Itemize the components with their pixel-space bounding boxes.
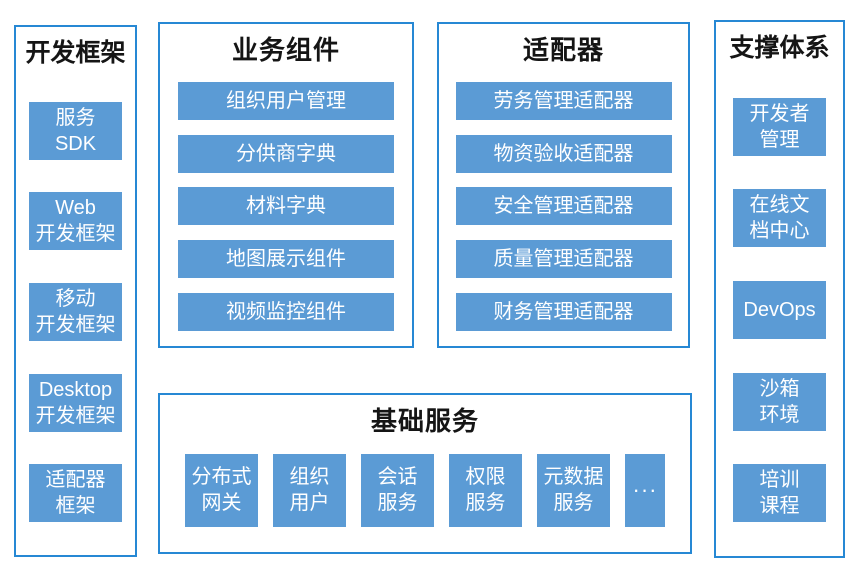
business-components-title: 业务组件 [231, 35, 340, 65]
box-material-acceptance-adapter: 物资验收适配器 [455, 134, 672, 173]
box-more-ellipsis: ··· [625, 453, 665, 527]
box-distributed-gateway: 分布式 网关 [185, 453, 258, 527]
dev-framework-title: 开发框架 [25, 39, 126, 67]
dev-framework-items: 服务 SDK Web 开发框架 移动 开发框架 Desktop 开发框架 适配器… [16, 69, 135, 555]
box-material-dictionary: 材料字典 [178, 187, 394, 226]
section-dev-framework: 开发框架 服务 SDK Web 开发框架 移动 开发框架 Desktop 开发框… [14, 25, 137, 557]
box-permission-service: 权限 服务 [449, 453, 522, 527]
box-supplier-dictionary: 分供商字典 [178, 134, 394, 173]
adapters-items: 劳务管理适配器 物资验收适配器 安全管理适配器 质量管理适配器 财务管理适配器 [439, 67, 688, 346]
box-online-doc-center: 在线文 档中心 [733, 189, 826, 248]
section-business-components: 业务组件 组织用户管理 分供商字典 材料字典 地图展示组件 视频监控组件 [158, 22, 414, 348]
box-devops: DevOps [733, 280, 826, 339]
box-mobile-dev-framework: 移动 开发框架 [29, 282, 122, 341]
box-metadata-service: 元数据 服务 [537, 453, 610, 527]
box-finance-management-adapter: 财务管理适配器 [455, 293, 672, 332]
box-developer-management: 开发者 管理 [733, 97, 826, 156]
box-org-user: 组织 用户 [273, 453, 346, 527]
box-video-monitor-component: 视频监控组件 [178, 293, 394, 332]
box-labor-management-adapter: 劳务管理适配器 [455, 81, 672, 120]
section-basic-services: 基础服务 分布式 网关 组织 用户 会话 服务 权限 服务 元数据 服务 ··· [158, 393, 692, 554]
section-support-system: 支撑体系 开发者 管理 在线文 档中心 DevOps 沙箱 环境 培训 课程 [714, 20, 845, 558]
box-desktop-dev-framework: Desktop 开发框架 [29, 373, 122, 432]
support-system-title: 支撑体系 [729, 34, 830, 62]
adapters-title: 适配器 [522, 35, 604, 65]
box-adapter-framework: 适配器 框架 [29, 464, 122, 523]
section-adapters: 适配器 劳务管理适配器 物资验收适配器 安全管理适配器 质量管理适配器 财务管理… [437, 22, 690, 348]
box-sandbox-environment: 沙箱 环境 [733, 372, 826, 431]
box-org-user-management: 组织用户管理 [178, 81, 394, 120]
basic-services-title: 基础服务 [370, 406, 479, 436]
support-system-items: 开发者 管理 在线文 档中心 DevOps 沙箱 环境 培训 课程 [716, 64, 843, 556]
basic-services-items: 分布式 网关 组织 用户 会话 服务 权限 服务 元数据 服务 ··· [160, 438, 690, 552]
box-session-service: 会话 服务 [361, 453, 434, 527]
business-components-items: 组织用户管理 分供商字典 材料字典 地图展示组件 视频监控组件 [160, 67, 412, 346]
box-training-courses: 培训 课程 [733, 464, 826, 523]
box-web-dev-framework: Web 开发框架 [29, 192, 122, 251]
box-service-sdk: 服务 SDK [29, 101, 122, 160]
box-quality-management-adapter: 质量管理适配器 [455, 240, 672, 279]
box-map-display-component: 地图展示组件 [178, 240, 394, 279]
box-safety-management-adapter: 安全管理适配器 [455, 187, 672, 226]
